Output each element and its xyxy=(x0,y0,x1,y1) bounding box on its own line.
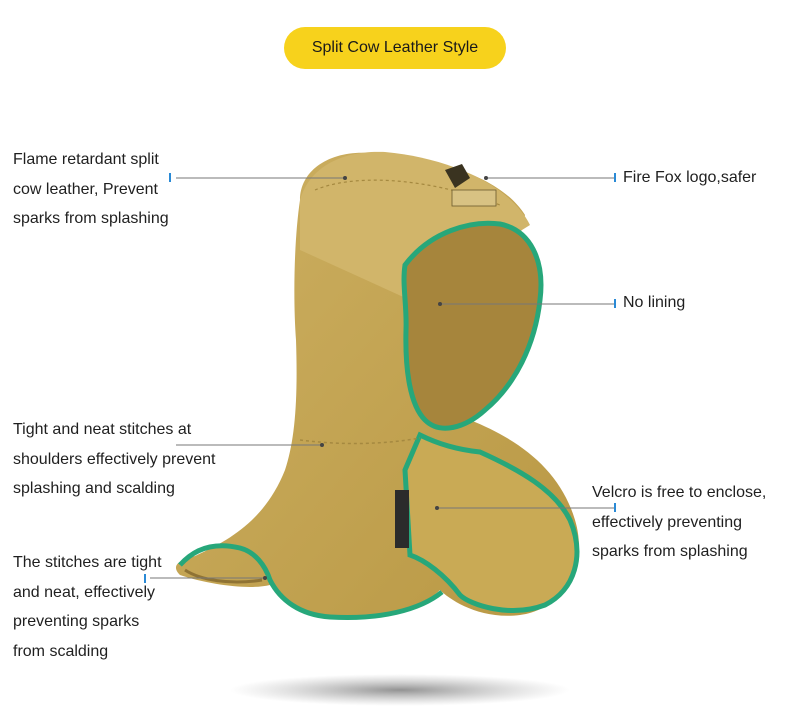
callout-velcro: Velcro is free to enclose, effectively p… xyxy=(592,478,766,567)
callout-logo: Fire Fox logo,safer xyxy=(623,163,756,193)
leather-marker xyxy=(169,173,171,182)
callout-line: Fire Fox logo,safer xyxy=(623,169,757,186)
callout-leather: Flame retardant split cow leather, Preve… xyxy=(13,145,169,234)
style-title: Split Cow Leather Style xyxy=(311,39,479,56)
callout-line: Flame retardant split xyxy=(13,151,159,168)
callout-hem: The stitches are tight and neat, effecti… xyxy=(13,548,162,666)
lining-marker xyxy=(614,299,616,308)
callout-line: and neat, effectively xyxy=(13,583,156,601)
floor-shadow xyxy=(230,674,570,706)
hem-binding xyxy=(178,543,444,620)
callout-line: preventing sparks xyxy=(13,613,140,630)
hem-inner-fold xyxy=(184,568,263,584)
hem-marker xyxy=(144,574,146,583)
hood-crown xyxy=(300,151,530,300)
leader-dots xyxy=(263,176,488,580)
callout-line: cow leather, Prevent xyxy=(13,180,158,198)
face-opening xyxy=(401,220,544,431)
callout-line: Velcro is free to enclose, xyxy=(592,484,767,501)
callout-line: from scalding xyxy=(13,642,109,660)
callout-line: No lining xyxy=(623,294,686,311)
velcro-marker xyxy=(614,503,616,512)
style-title-badge: Split Cow Leather Style xyxy=(284,27,506,69)
crown-seam xyxy=(314,179,501,206)
callout-line: The stitches are tight xyxy=(13,554,162,571)
callout-shoulders: Tight and neat stitches at shoulders eff… xyxy=(13,415,215,504)
callout-line: splashing and scalding xyxy=(13,480,175,497)
callout-line: effectively preventing xyxy=(592,513,743,531)
fire-fox-logo xyxy=(445,164,497,207)
shoulder-stitch xyxy=(299,437,421,445)
leader-lines xyxy=(150,177,616,579)
logo-marker xyxy=(614,173,616,182)
callout-line: shoulders effectively prevent xyxy=(13,450,216,468)
callout-line: sparks from splashing xyxy=(13,210,169,227)
callout-line: sparks from splashing xyxy=(592,543,748,560)
velcro-patch xyxy=(395,490,409,548)
front-flap xyxy=(402,431,580,613)
callout-line: Tight and neat stitches at xyxy=(13,421,192,438)
callout-lining: No lining xyxy=(623,288,685,318)
